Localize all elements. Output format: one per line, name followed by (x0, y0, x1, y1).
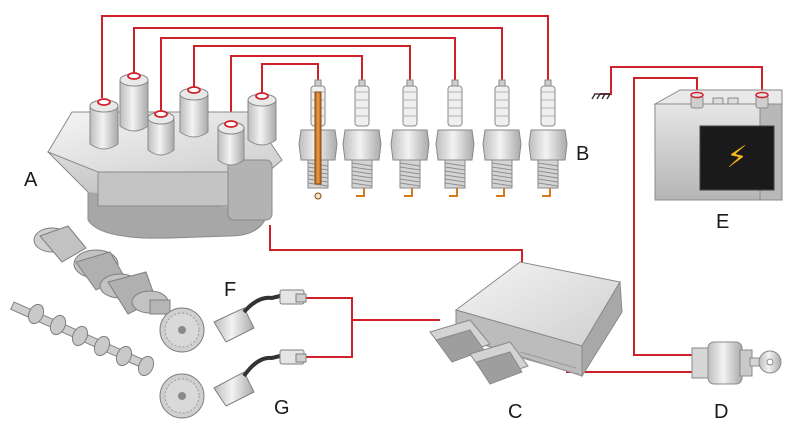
spark-plugs (298, 79, 568, 200)
wire-coil-to-ecu (269, 225, 523, 268)
label-spark-plugs: B (576, 143, 589, 165)
label-ignition-switch: D (714, 401, 728, 423)
spark-plug-icon (528, 79, 568, 197)
coil-tower-3 (147, 110, 175, 156)
crank-sensor-icon (213, 289, 307, 343)
wire-crank-sensor (304, 297, 440, 321)
ground-icon (591, 93, 611, 100)
battery-face (699, 125, 775, 191)
label-ecu: C (508, 401, 522, 423)
coil-pack-icon (46, 72, 283, 239)
ignition-switch-icon (691, 341, 753, 385)
ecu-icon (429, 261, 623, 385)
label-coil-pack: A (24, 169, 38, 191)
wire-plug-6 (101, 15, 549, 98)
wire-cam-sensor (304, 320, 353, 358)
wire-plug-4 (160, 37, 456, 112)
spark-plug-icon (482, 79, 522, 197)
spark-plug-icon (342, 79, 382, 197)
wire-plug-3 (193, 45, 411, 90)
key-icon (749, 350, 782, 374)
cam-gear (159, 373, 205, 419)
wire-battery-to-switch (633, 77, 698, 356)
wire-plug-1 (261, 63, 319, 96)
label-battery: E (716, 211, 729, 233)
spark-plug-icon (435, 79, 475, 197)
wire-plug-2 (230, 55, 363, 124)
spark-plug-icon (298, 79, 338, 200)
cam-sensor-icon (213, 349, 307, 407)
wire-plug-5 (133, 27, 503, 82)
crankshaft-icon (33, 225, 171, 315)
coil-tower-5 (217, 120, 245, 166)
camshaft-icon (10, 301, 155, 377)
battery-icon (653, 89, 783, 201)
coil-tower-6 (247, 92, 277, 146)
coil-tower-1 (89, 98, 119, 150)
coil-tower-4 (179, 86, 209, 138)
coil-tower-2 (119, 72, 149, 132)
spark-plug-icon (390, 79, 430, 197)
battery-bolt-symbol: ⚡ (726, 140, 747, 175)
label-cam-sensor: G (274, 397, 290, 419)
wiring (101, 15, 763, 373)
crank-gear (159, 307, 205, 353)
label-crank-sensor: F (224, 279, 236, 301)
